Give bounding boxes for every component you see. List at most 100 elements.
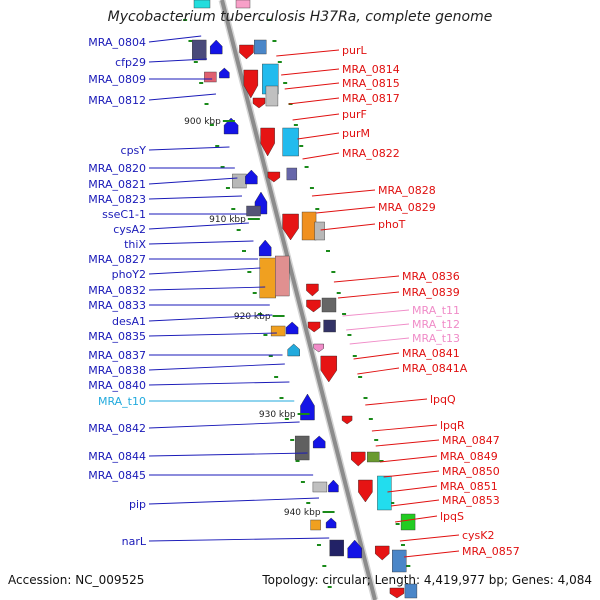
gene-label-right[interactable]: MRA_0849 — [440, 450, 498, 463]
gene-label-left[interactable]: MRA_0844 — [88, 450, 146, 463]
gene-label-left[interactable]: MRA_0804 — [88, 36, 146, 49]
gene-feature-left-49 — [325, 517, 337, 529]
leader-line — [148, 314, 273, 322]
gene-feature-left-7 — [219, 67, 230, 79]
gene-label-left[interactable]: MRA_0835 — [88, 330, 146, 343]
leader-line — [148, 363, 285, 371]
feature-layer — [191, 0, 418, 599]
gene-feature-right-11 — [252, 97, 266, 109]
gene-feature-right-47 — [400, 513, 416, 531]
gene-feature-right-27 — [306, 283, 319, 297]
gene-feature-left-31 — [285, 321, 299, 335]
leader-layer — [148, 35, 460, 558]
gene-label-right[interactable]: MRA_0839 — [402, 286, 460, 299]
gene-label-right[interactable]: MRA_t11 — [412, 304, 460, 317]
gene-label-right[interactable]: MRA_0841A — [402, 362, 468, 375]
gene-label-right[interactable]: MRA_0815 — [342, 77, 400, 90]
leader-line — [365, 398, 428, 406]
gene-label-right[interactable]: lpqQ — [430, 393, 456, 406]
gene-feature-right-42 — [367, 451, 380, 463]
gene-label-right[interactable]: phoT — [378, 218, 406, 231]
gene-label-right[interactable]: MRA_0828 — [378, 184, 436, 197]
gene-label-left[interactable]: MRA_0840 — [88, 379, 146, 392]
gene-label-left[interactable]: MRA_0832 — [88, 284, 146, 297]
gene-label-left[interactable]: phoY2 — [112, 268, 146, 281]
leader-line — [387, 485, 438, 493]
leader-line — [148, 58, 208, 63]
leader-line — [281, 68, 340, 76]
gene-feature-left-24 — [259, 239, 272, 257]
leader-line — [148, 421, 300, 429]
gene-feature-right-23 — [314, 221, 325, 241]
gene-label-left[interactable]: narL — [122, 535, 147, 548]
leader-line — [148, 286, 266, 291]
gene-label-left[interactable]: cfp29 — [115, 56, 146, 69]
leader-line — [148, 222, 249, 230]
gene-feature-left-3 — [209, 39, 223, 55]
gene-label-right[interactable]: MRA_0850 — [442, 465, 500, 478]
gene-label-left[interactable]: MRA_t10 — [98, 395, 146, 408]
gene-feature-right-53 — [392, 549, 407, 573]
gene-feature-left-37 — [300, 393, 315, 421]
gene-label-left[interactable]: MRA_0821 — [88, 178, 146, 191]
gene-feature-left-0 — [193, 0, 211, 9]
gene-label-right[interactable]: MRA_0851 — [440, 480, 498, 493]
gene-label-left[interactable]: pip — [129, 498, 146, 511]
leader-line — [148, 497, 320, 505]
leader-line — [375, 439, 440, 447]
leader-line — [148, 146, 230, 151]
gene-label-left[interactable]: MRA_0842 — [88, 422, 146, 435]
gene-label-right[interactable]: MRA_t13 — [412, 332, 460, 345]
gene-feature-right-16 — [286, 167, 298, 181]
gene-feature-left-46 — [328, 479, 339, 493]
gene-label-left[interactable]: MRA_0837 — [88, 349, 146, 362]
gene-label-right[interactable]: purL — [342, 44, 367, 57]
gene-label-left[interactable]: MRA_0845 — [88, 469, 146, 482]
gene-label-right[interactable]: lpqS — [440, 510, 464, 523]
gene-label-right[interactable]: MRA_0814 — [342, 63, 400, 76]
gene-label-right[interactable]: MRA_0857 — [462, 545, 520, 558]
gene-feature-left-26 — [275, 255, 290, 297]
gene-label-right[interactable]: MRA_0847 — [442, 434, 500, 447]
gene-label-left[interactable]: sseC1-1 — [102, 208, 146, 221]
leader-line — [284, 82, 340, 90]
gene-feature-right-10 — [265, 85, 279, 107]
gene-label-left[interactable]: desA1 — [112, 315, 146, 328]
gene-feature-left-45 — [312, 481, 328, 493]
scale-label: 940 kbp — [284, 508, 321, 518]
gene-label-right[interactable]: cysK2 — [462, 529, 495, 542]
gene-label-right[interactable]: lpqR — [440, 419, 465, 432]
gene-label-left[interactable]: MRA_0820 — [88, 162, 146, 175]
gene-feature-right-1 — [235, 0, 251, 9]
gene-label-right[interactable]: MRA_0841 — [402, 347, 460, 360]
gene-label-left[interactable]: MRA_0838 — [88, 364, 146, 377]
gene-label-right[interactable]: MRA_t12 — [412, 318, 460, 331]
gene-label-right[interactable]: MRA_0822 — [342, 147, 400, 160]
gene-label-left[interactable]: cpsY — [121, 144, 147, 157]
gene-label-left[interactable]: MRA_0823 — [88, 193, 146, 206]
gene-label-right[interactable]: MRA_0853 — [442, 494, 500, 507]
genome-backbone — [220, 0, 377, 600]
gene-label-left[interactable]: MRA_0809 — [88, 73, 146, 86]
gene-label-right[interactable]: MRA_0836 — [402, 270, 460, 283]
gene-feature-right-52 — [375, 545, 390, 561]
gene-label-left[interactable]: thiX — [124, 238, 146, 251]
gene-label-left[interactable]: MRA_0812 — [88, 94, 146, 107]
gene-label-right[interactable]: MRA_0817 — [342, 92, 400, 105]
gene-feature-right-14 — [282, 127, 299, 157]
gene-feature-right-33 — [323, 319, 336, 333]
leader-line — [288, 97, 340, 105]
gene-feature-left-39 — [294, 435, 310, 461]
gene-feature-left-20 — [246, 205, 261, 217]
gene-label-left[interactable]: MRA_0833 — [88, 299, 146, 312]
gene-label-left[interactable]: MRA_0827 — [88, 253, 146, 266]
gene-label-right[interactable]: MRA_0829 — [378, 201, 436, 214]
gene-label-right[interactable]: purM — [342, 127, 370, 140]
gene-label-right[interactable]: purF — [342, 108, 367, 121]
leader-line — [399, 534, 460, 542]
gene-label-left[interactable]: cysA2 — [113, 223, 146, 236]
gene-feature-right-38 — [341, 415, 353, 425]
